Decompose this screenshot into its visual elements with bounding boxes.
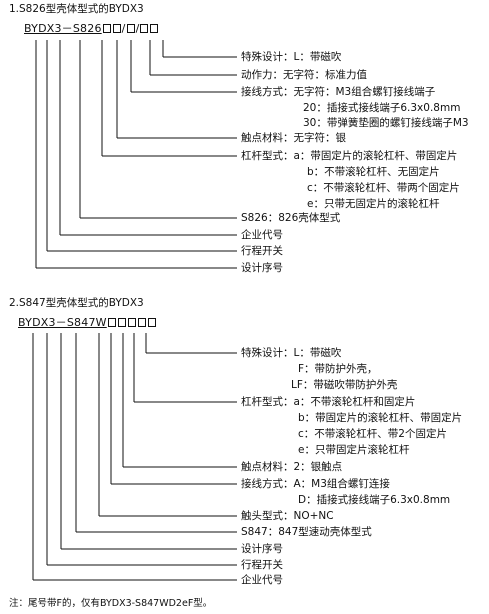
s2-contact-material: 触点材料：2：银触点 [241,461,343,473]
s2-wiring-d: D：插接式接线端子6.3x0.8mm [298,494,451,506]
s2-contact-type: 触头型式：NO+NC [241,510,334,522]
section2-code-prefix: BYDX3－S847W [18,316,107,329]
s2-special-lf: LF：带磁吹带防护外壳 [291,379,398,391]
s1-lever-type-c: c：不带滚轮杠杆、带两个固定片 [307,182,460,194]
s2-lever-type-b: b：带固定片的滚轮杠杆、带固定片 [298,412,463,424]
s1-wiring-20: 20：插接式接线端子6.3x0.8mm [303,102,461,114]
s1-lever-type-e: e：只带无固定片的滚轮杠杆 [307,198,440,210]
s1-design-serial: 设计序号 [241,262,283,274]
footnote: 注：尾号带F的，仅有BYDX3-S847WD2eF型。 [9,598,213,609]
s2-company-code: 企业代号 [241,574,283,586]
section1-code-prefix: BYDX3－S826 [24,22,102,35]
code-slash: / [121,22,126,35]
code-slot-box [140,24,149,33]
s1-lever-type-b: b：不带滚轮杠杆、无固定片 [307,166,440,178]
section1-model-code: BYDX3－S826 / / [24,22,159,35]
code-slot-box [147,318,156,327]
s2-lever-type-c: c：不带滚轮杠杆、带2个固定片 [298,428,447,440]
code-slot-box [107,318,116,327]
s2-design-serial: 设计序号 [241,543,283,555]
s1-contact-material: 触点材料：无字符：银 [241,132,346,144]
s1-wiring-30: 30：带弹簧垫圈的螺钉接线端子M3 [303,117,469,129]
code-slot-box [127,318,136,327]
s2-housing-type: S847：847型速动壳体型式 [241,526,372,538]
s2-special-design: 特殊设计：L：带磁吹 [241,347,342,359]
code-slash: / [135,22,140,35]
section2-model-code: BYDX3－S847W [18,316,157,329]
s2-wiring-a: 接线方式：A：M3组合螺钉连接 [241,478,390,490]
s2-lever-type-e: e：只带固定片滚轮杠杆 [298,444,410,456]
section2-heading: 2.S847型壳体型式的BYDX3 [9,297,144,309]
s1-housing-type: S826：826壳体型式 [241,212,341,224]
s2-travel-switch: 行程开关 [241,559,283,571]
s2-special-f: F：带防护外壳， [298,363,378,375]
code-slot-box [112,24,121,33]
s1-company-code: 企业代号 [241,229,283,241]
s1-lever-type-a: 杠杆型式：a：带固定片的滚轮杠杆、带固定片 [241,150,458,162]
s1-special-design: 特殊设计：L：带磁吹 [241,51,342,63]
s1-travel-switch: 行程开关 [241,245,283,257]
code-slot-box [126,24,135,33]
code-slot-box [117,318,126,327]
code-slot-box [150,24,159,33]
s1-actuation-force: 动作力：无字符：标准力值 [241,69,367,81]
code-slot-box [137,318,146,327]
section1-heading: 1.S826型壳体型式的BYDX3 [9,3,144,15]
s2-lever-type-a: 杠杆型式：a：不带滚轮杠杆和固定片 [241,396,416,408]
code-slot-box [102,24,111,33]
s1-wiring-method: 接线方式：无字符：M3组合螺钉接线端子 [241,86,436,98]
